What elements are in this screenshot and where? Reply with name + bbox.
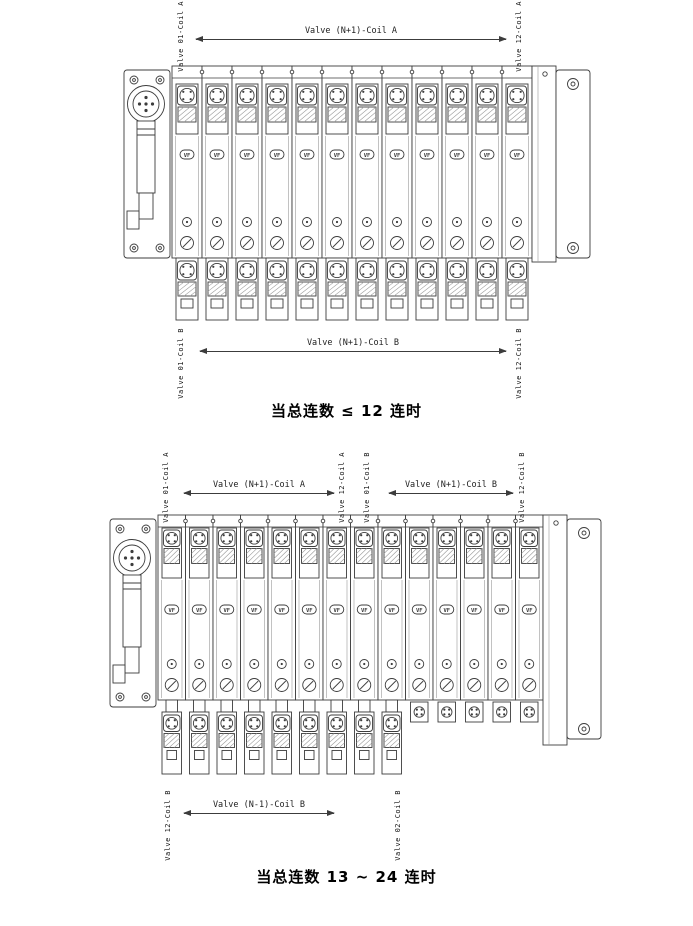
coil-a-arrow-line [195,36,507,42]
svg-text:VF: VF [424,153,431,159]
coil-b-arrow-line [199,348,507,354]
svg-text:VF: VF [214,153,221,159]
coil-a-sequence-label: Valve (N+1)-Coil A [304,26,398,36]
valve-01-coil-b-label: Valve 01-Coil B [177,328,185,399]
manifold-drawing-12-stations: VF VF VF VF VF VF VF VF VF VF VF VF [123,65,591,321]
arrowhead-right-icon [327,490,335,496]
valve-12-coil-b-bottom-label: Valve 12-Coil B [164,790,172,861]
valve-01-coil-a-label: Valve 01-Coil A [162,452,170,523]
svg-text:VF: VF [388,608,395,614]
arrowhead-right-icon [499,36,507,42]
svg-text:VF: VF [361,608,368,614]
svg-text:VF: VF [333,608,340,614]
coil-b-sequence-dimension-top: Valve (N+1)-Coil B [388,480,514,496]
arrowhead-left-icon [199,348,207,354]
svg-text:VF: VF [364,153,371,159]
svg-text:VF: VF [196,608,203,614]
arrowhead-right-icon [327,810,335,816]
diagram2-caption: 当总连数 13 ~ 24 连时 [256,868,437,886]
svg-text:VF: VF [394,153,401,159]
svg-text:VF: VF [168,608,175,614]
manifold-drawing-14-stations: VF VF VF VF VF VF VF VF VF VF VF VF VF VF [109,514,602,775]
svg-text:VF: VF [454,153,461,159]
svg-text:VF: VF [304,153,311,159]
coil-b-reverse-sequence-label: Valve (N-1)-Coil B [212,800,306,810]
svg-text:VF: VF [306,608,313,614]
svg-text:VF: VF [334,153,341,159]
diagram1-caption: 当总连数 ≤ 12 连时 [270,402,423,420]
diagram-13-to-24-stations: VF VF VF VF VF VF VF VF VF VF VF VF VF VF Valve 01-Co… [0,450,693,926]
valve-01-coil-a-label: Valve 01-Coil A [177,1,185,72]
svg-text:VF: VF [278,608,285,614]
coil-b-sequence-label: Valve (N+1)-Coil B [404,480,498,490]
svg-text:VF: VF [443,608,450,614]
svg-text:VF: VF [251,608,258,614]
coil-a-sequence-dimension: Valve (N+1)-Coil A [195,26,507,42]
diagram-up-to-12-stations: VF VF VF VF VF VF VF VF VF VF VF VF Valve 01-Coil A… [0,0,693,450]
coil-b-reverse-sequence-dimension: Valve (N-1)-Coil B [183,800,335,816]
svg-text:VF: VF [223,608,230,614]
coil-b-reverse-arrow-line [183,810,335,816]
coil-a-arrow-line [183,490,335,496]
coil-a-sequence-dimension: Valve (N+1)-Coil A [183,480,335,496]
arrowhead-left-icon [183,810,191,816]
arrowhead-right-icon [499,348,507,354]
svg-text:VF: VF [184,153,191,159]
svg-text:VF: VF [526,608,533,614]
valve-01-coil-b-label: Valve 01-Coil B [363,452,371,523]
svg-text:VF: VF [484,153,491,159]
svg-text:VF: VF [471,608,478,614]
coil-b-arrow-line [388,490,514,496]
valve-12-coil-b-label: Valve 12-Coil B [518,452,526,523]
svg-text:VF: VF [498,608,505,614]
svg-text:VF: VF [514,153,521,159]
coil-b-sequence-label: Valve (N+1)-Coil B [306,338,400,348]
coil-b-sequence-dimension: Valve (N+1)-Coil B [199,338,507,354]
svg-text:VF: VF [274,153,281,159]
svg-text:VF: VF [416,608,423,614]
arrowhead-left-icon [388,490,396,496]
valve-12-coil-a-label: Valve 12-Coil A [338,452,346,523]
valve-12-coil-b-label: Valve 12-Coil B [515,328,523,399]
arrowhead-right-icon [506,490,514,496]
arrowhead-left-icon [195,36,203,42]
valve-12-coil-a-label: Valve 12-Coil A [515,1,523,72]
valve-02-coil-b-bottom-label: Valve 02-Coil B [394,790,402,861]
coil-a-sequence-label: Valve (N+1)-Coil A [212,480,306,490]
arrowhead-left-icon [183,490,191,496]
svg-text:VF: VF [244,153,251,159]
